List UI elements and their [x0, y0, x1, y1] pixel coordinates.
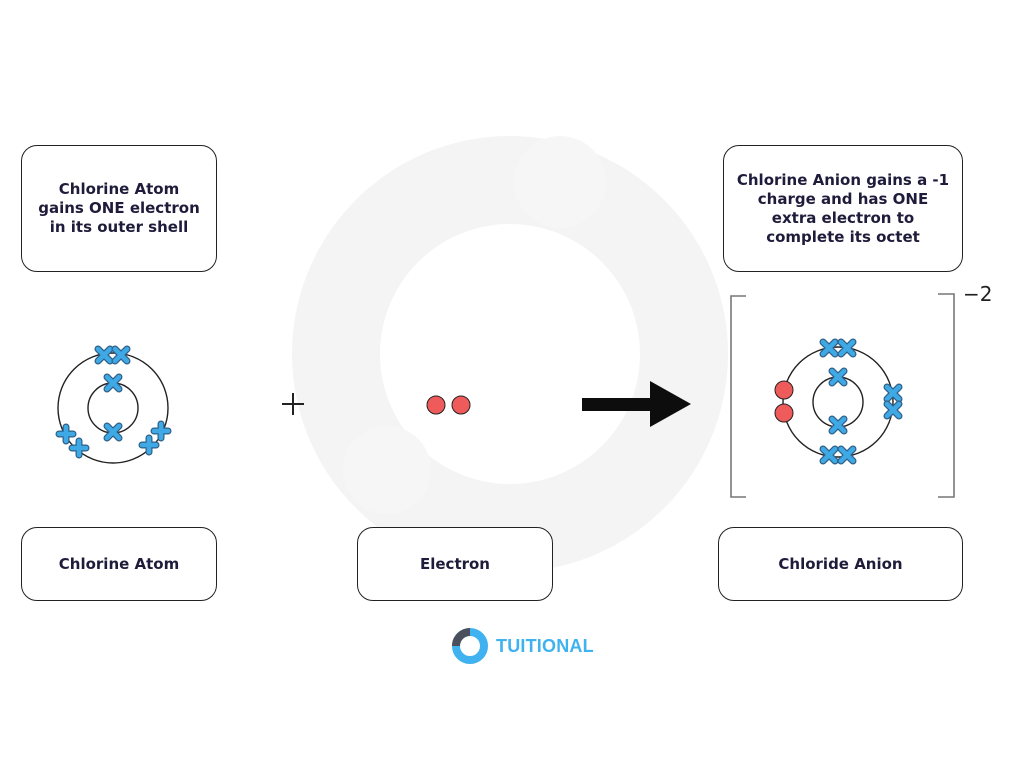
- reaction-arrow: [582, 381, 691, 427]
- ion-brackets: [730, 293, 955, 498]
- label-electron-text: Electron: [419, 554, 490, 573]
- label-chlorine-atom-text: Chlorine Atom: [58, 554, 180, 573]
- electron-cross: [115, 349, 127, 361]
- inner-shell: [87, 382, 139, 434]
- electron-cross: [841, 449, 853, 461]
- label-electron: Electron: [357, 527, 553, 601]
- note-chlorine-anion-text: Chlorine Anion gains a -1 charge and has…: [736, 170, 950, 246]
- electron-cross: [107, 377, 119, 389]
- electron-dots: [426, 395, 471, 415]
- electron-cross: [832, 419, 844, 431]
- electron-cross: [107, 426, 119, 438]
- gained-electron-dot: [774, 380, 794, 400]
- label-chloride-anion-text: Chloride Anion: [778, 554, 903, 573]
- tuitional-logo: TUITIONAL: [450, 626, 594, 666]
- electron-cross: [823, 342, 835, 354]
- outer-shell: [782, 346, 894, 458]
- electron-cross: [154, 424, 168, 438]
- electron-cross: [832, 371, 844, 383]
- electron-cross: [72, 441, 86, 455]
- electron-cross: [823, 449, 835, 461]
- plus-sign: [282, 393, 304, 415]
- electron-dot: [426, 395, 446, 415]
- electron-cross: [142, 438, 156, 452]
- electron-cross: [887, 387, 899, 399]
- electron-cross: [98, 349, 110, 361]
- note-chlorine-atom: Chlorine Atom gains ONE electron in its …: [21, 145, 217, 272]
- note-chlorine-anion: Chlorine Anion gains a -1 charge and has…: [723, 145, 963, 272]
- label-chlorine-atom: Chlorine Atom: [21, 527, 217, 601]
- electron-cross: [841, 342, 853, 354]
- electron-cross: [59, 427, 73, 441]
- tuitional-logo-icon: [452, 628, 488, 664]
- right-bracket: [938, 293, 955, 498]
- electron-dot: [451, 395, 471, 415]
- gained-electron-dot: [774, 403, 794, 423]
- inner-shell: [812, 376, 864, 428]
- left-bracket: [730, 295, 746, 498]
- chloride-anion-model: [774, 342, 899, 461]
- label-chloride-anion: Chloride Anion: [718, 527, 963, 601]
- electron-cross: [887, 404, 899, 416]
- chlorine-atom-model: [57, 349, 169, 464]
- outer-shell: [57, 352, 169, 464]
- charge-label: −2: [963, 282, 993, 306]
- note-chlorine-atom-text: Chlorine Atom gains ONE electron in its …: [38, 180, 200, 236]
- tuitional-logo-text: TUITIONAL: [496, 635, 594, 656]
